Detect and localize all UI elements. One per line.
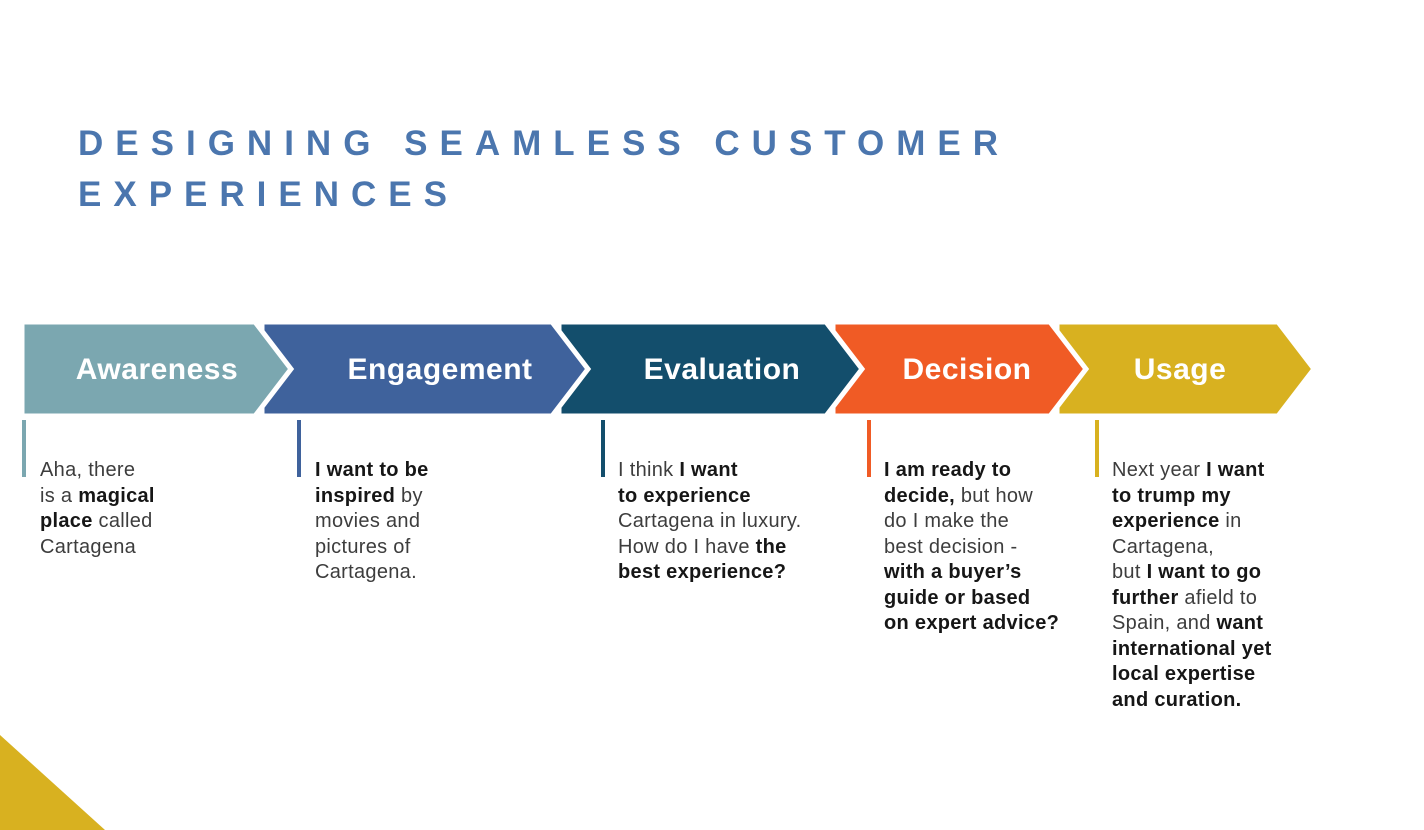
title-line-2: EXPERIENCES: [78, 175, 459, 214]
title-line-1: DESIGNING SEAMLESS CUSTOMER: [78, 124, 1011, 163]
corner-triangle-icon: [0, 735, 105, 830]
stage-tick-evaluation: [601, 420, 605, 477]
stage-tick-usage: [1095, 420, 1099, 477]
stage-tick-engagement: [297, 420, 301, 477]
stage-label-evaluation: Evaluation: [644, 353, 801, 386]
page-title: DESIGNING SEAMLESS CUSTOMER EXPERIENCES: [78, 118, 1010, 220]
stage-label-engagement: Engagement: [347, 353, 532, 386]
stage-label-usage: Usage: [1134, 353, 1227, 386]
stage-arrow-awareness: [19, 320, 295, 419]
stage-tick-awareness: [22, 420, 26, 477]
journey-arrow-band: Awareness Engagement Evaluation Decision Usa…: [19, 320, 1318, 419]
stage-label-decision: Decision: [902, 353, 1031, 386]
stage-tick-decision: [867, 420, 871, 477]
stage-label-awareness: Awareness: [76, 353, 238, 386]
